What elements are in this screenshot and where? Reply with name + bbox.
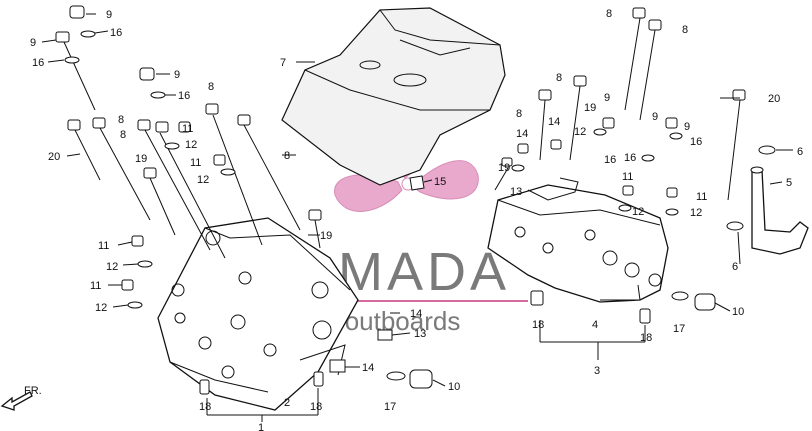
callout-8: 8 [284,150,290,162]
callout-18: 18 [310,401,322,413]
callout-16: 16 [32,57,44,69]
front-arrow-icon [0,391,33,411]
callout-6: 6 [797,146,803,158]
callout-17: 17 [384,401,396,413]
callout-14: 14 [548,116,560,128]
callout-14: 14 [410,308,422,320]
callout-9: 9 [604,92,610,104]
callout-12: 12 [690,207,702,219]
callout-16: 16 [690,136,702,148]
callout-3: 3 [594,365,600,377]
engine-top-cover [281,7,506,186]
callout-11: 11 [622,171,633,183]
callout-5: 5 [786,177,792,189]
callout-19: 19 [498,162,510,174]
callout-16: 16 [110,27,122,39]
callout-17: 17 [673,323,685,335]
callout-9: 9 [106,9,112,21]
callout-9: 9 [652,111,658,123]
left-head-cover-assembly [157,217,359,411]
callout-2: 2 [284,397,290,409]
callout-18: 18 [532,319,544,331]
bolts [55,5,746,259]
callout-16: 16 [178,90,190,102]
small-hardware [64,30,776,395]
callout-10: 10 [732,306,744,318]
callout-20: 20 [768,93,780,105]
callout-19: 19 [320,230,332,242]
callout-1: 1 [258,422,264,431]
callout-18: 18 [640,332,652,344]
callout-12: 12 [185,139,197,151]
callout-8: 8 [516,108,522,120]
callout-19: 19 [584,102,596,114]
callout-11: 11 [182,123,193,135]
callout-8: 8 [556,72,562,84]
callout-11: 11 [90,280,101,292]
callout-14: 14 [516,128,528,140]
callout-19: 19 [135,153,147,165]
callout-7: 7 [280,57,286,69]
leader-lines [0,13,793,422]
callout-18: 18 [199,401,211,413]
callout-12: 12 [197,174,209,186]
callout-9: 9 [30,37,36,49]
callout-8: 8 [208,81,214,93]
callout-20: 20 [48,151,60,163]
callout-12: 12 [106,261,118,273]
callout-4: 4 [592,319,598,331]
callout-13: 13 [414,328,426,340]
callout-8: 8 [682,24,688,36]
callout-12: 12 [95,302,107,314]
callout-16: 16 [624,152,636,164]
callout-11: 11 [98,240,109,252]
callout-13: 13 [510,186,522,198]
callout-labels: 9 16 9 16 9 16 8 8 8 11 12 20 19 11 12 8… [24,8,803,431]
callout-12: 12 [632,206,644,218]
callout-14: 14 [362,362,374,374]
callout-10: 10 [448,381,460,393]
callout-9: 9 [174,69,180,81]
callout-6: 6 [732,261,738,273]
callout-11: 11 [696,191,707,203]
callout-12: 12 [574,126,586,138]
callout-11: 11 [190,157,201,169]
breather-hose [750,166,809,255]
callout-8: 8 [120,129,126,141]
callout-fr: FR. [24,385,42,397]
callout-15: 15 [434,176,446,188]
callout-16: 16 [604,154,616,166]
callout-9: 9 [684,121,690,133]
callout-8: 8 [118,114,124,126]
callout-8: 8 [606,8,612,20]
right-head-cover-assembly [487,177,669,303]
